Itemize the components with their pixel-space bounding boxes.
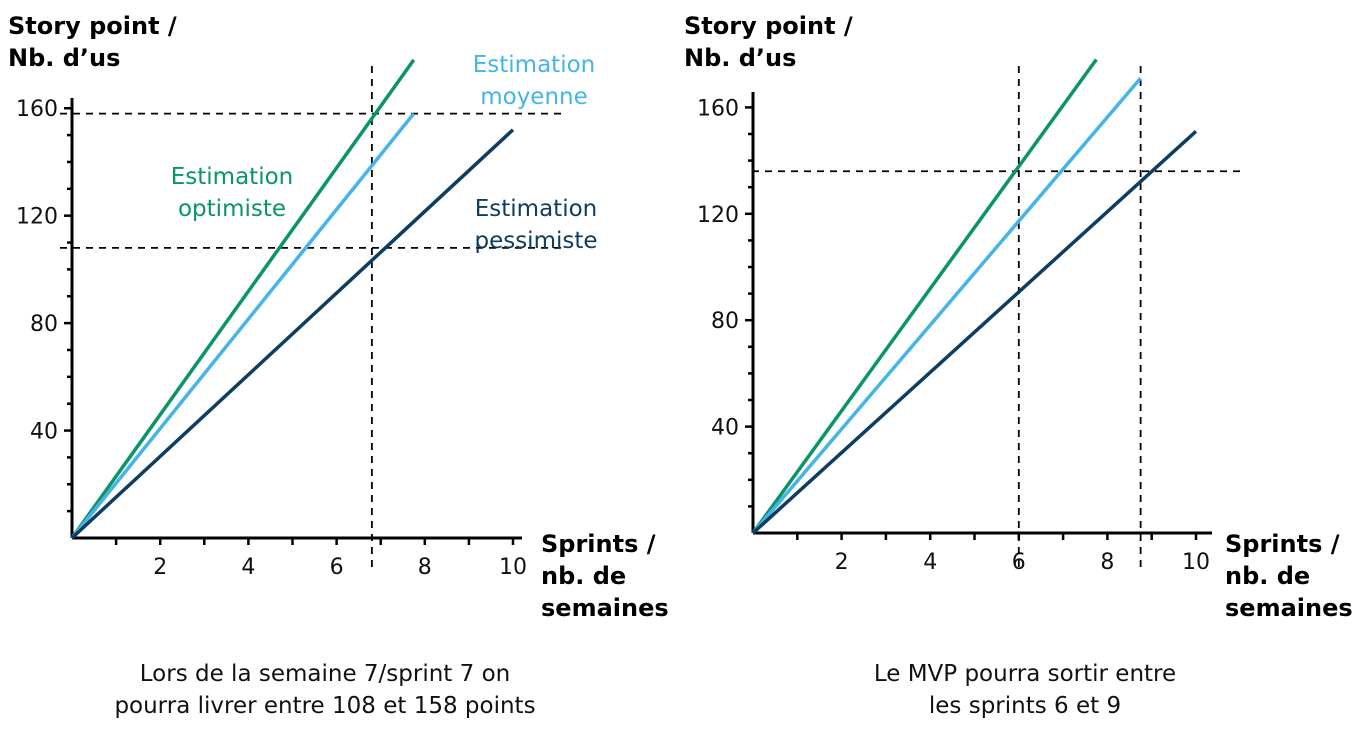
x-tick-label: 6 bbox=[330, 555, 344, 580]
y-tick-label: 40 bbox=[30, 420, 58, 445]
y-axis-title: Story point / Nb. d’us bbox=[684, 12, 853, 72]
x-tick-label: 4 bbox=[923, 550, 937, 575]
y-axis-title-line: Nb. d’us bbox=[684, 44, 796, 72]
x-tick-label: 8 bbox=[418, 555, 432, 580]
y-tick-label: 80 bbox=[30, 312, 58, 337]
caption-right: Le MVP pourra sortir entre les sprints 6… bbox=[720, 658, 1330, 722]
y-tick-label: 160 bbox=[697, 96, 739, 121]
y-tick-label: 40 bbox=[711, 416, 739, 441]
x-axis-title-line: Sprints / bbox=[541, 530, 656, 558]
y-axis-title-line: Nb. d’us bbox=[8, 44, 120, 72]
y-axis-title-line: Story point / bbox=[8, 12, 177, 40]
y-tick-label: 120 bbox=[697, 203, 739, 228]
series-label-line: moyenne bbox=[480, 84, 588, 110]
caption-left-line-1: Lors de la semaine 7/sprint 7 on bbox=[139, 661, 511, 687]
chart-1: Story point / Nb. d’us 40 80 120 160 2 4 6 8 10 Spr… bbox=[8, 12, 669, 622]
x-tick-label: 10 bbox=[1182, 550, 1210, 575]
series-label-line: pessimiste bbox=[474, 228, 597, 254]
series-label-line: Estimation bbox=[171, 164, 293, 190]
series-line-1 bbox=[751, 58, 1098, 535]
series-label-3: Estimation pessimiste bbox=[474, 196, 597, 254]
x-axis-title-line: nb. de bbox=[541, 562, 626, 590]
series-line-2 bbox=[70, 112, 416, 540]
series-line-2 bbox=[751, 77, 1142, 535]
caption-left-line-2: pourra livrer entre 108 et 158 points bbox=[114, 693, 536, 719]
caption-left: Lors de la semaine 7/sprint 7 on pourra … bbox=[40, 658, 610, 722]
y-axis-title-line: Story point / bbox=[684, 12, 853, 40]
x-axis-title-line: semaines bbox=[541, 594, 669, 622]
series-label-2: Estimation moyenne bbox=[473, 52, 595, 110]
series-label-line: Estimation bbox=[473, 52, 595, 78]
y-tick-label: 160 bbox=[16, 97, 58, 122]
series-line-3 bbox=[70, 128, 515, 540]
chart-2: Story point /Nb. d’us4080120160246810Spr… bbox=[684, 12, 1353, 622]
x-axis-title-line: Sprints / bbox=[1225, 530, 1340, 558]
series-label-line: Estimation bbox=[475, 196, 597, 222]
x-tick-label: 8 bbox=[1100, 550, 1114, 575]
y-tick-label: 80 bbox=[711, 309, 739, 334]
x-axis-title-line: semaines bbox=[1225, 594, 1353, 622]
x-tick-label: 10 bbox=[499, 555, 527, 580]
caption-right-line-1: Le MVP pourra sortir entre bbox=[873, 661, 1177, 687]
x-axis-title-line: nb. de bbox=[1225, 562, 1310, 590]
series-line-3 bbox=[751, 130, 1198, 535]
caption-right-line-2: les sprints 6 et 9 bbox=[928, 693, 1122, 719]
x-tick-label: 2 bbox=[835, 550, 849, 575]
x-axis-title: Sprints / nb. de semaines bbox=[541, 530, 669, 622]
y-tick-label: 120 bbox=[16, 205, 58, 230]
x-tick-label: 2 bbox=[153, 555, 167, 580]
series-label-line: optimiste bbox=[178, 196, 286, 222]
series-line-1 bbox=[70, 58, 416, 540]
y-axis-title: Story point / Nb. d’us bbox=[8, 12, 177, 72]
x-axis-title: Sprints / nb. de semaines bbox=[1225, 530, 1353, 622]
x-tick-label: 4 bbox=[241, 555, 255, 580]
series-label-1: Estimation optimiste bbox=[171, 164, 293, 222]
